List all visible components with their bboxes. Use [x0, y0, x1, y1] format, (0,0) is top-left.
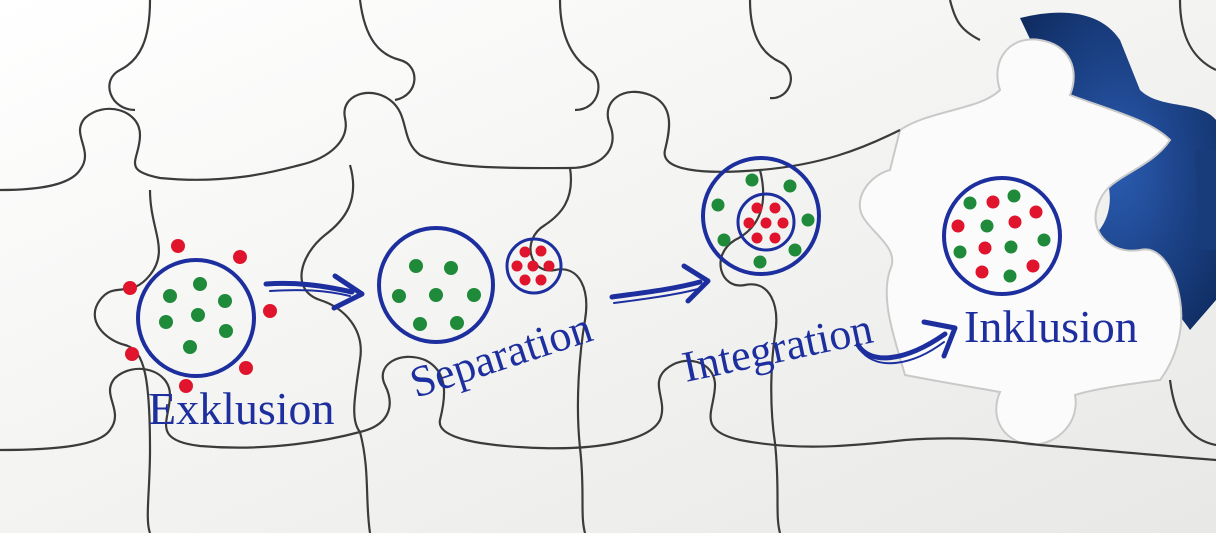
integration-red-dots [743, 202, 789, 244]
exclusion-red-dots [123, 239, 277, 393]
label-inklusion: Inklusion [964, 301, 1138, 352]
integration-green-dots [711, 173, 815, 269]
separation-symbol [377, 226, 563, 344]
arrows [263, 263, 958, 365]
separation-circle-small [505, 237, 563, 295]
arrow-exclusion-to-separation [263, 273, 365, 311]
inclusion-mixed-dots [951, 189, 1051, 283]
separation-green-dots [392, 259, 481, 331]
inclusion-symbol [942, 176, 1062, 296]
exclusion-symbol [123, 239, 277, 393]
exclusion-circle [136, 258, 256, 378]
separation-circle-large [377, 226, 495, 344]
integration-circle-inner [736, 192, 796, 252]
separation-red-dots [511, 245, 555, 286]
arrow-integration-to-inclusion [855, 319, 958, 365]
integration-symbol [701, 156, 821, 276]
integration-circle-outer [701, 156, 821, 276]
exclusion-green-dots [159, 277, 233, 354]
arrow-separation-to-integration [609, 263, 711, 304]
inclusion-circle [942, 176, 1062, 296]
label-exklusion: Exklusion [148, 383, 335, 434]
